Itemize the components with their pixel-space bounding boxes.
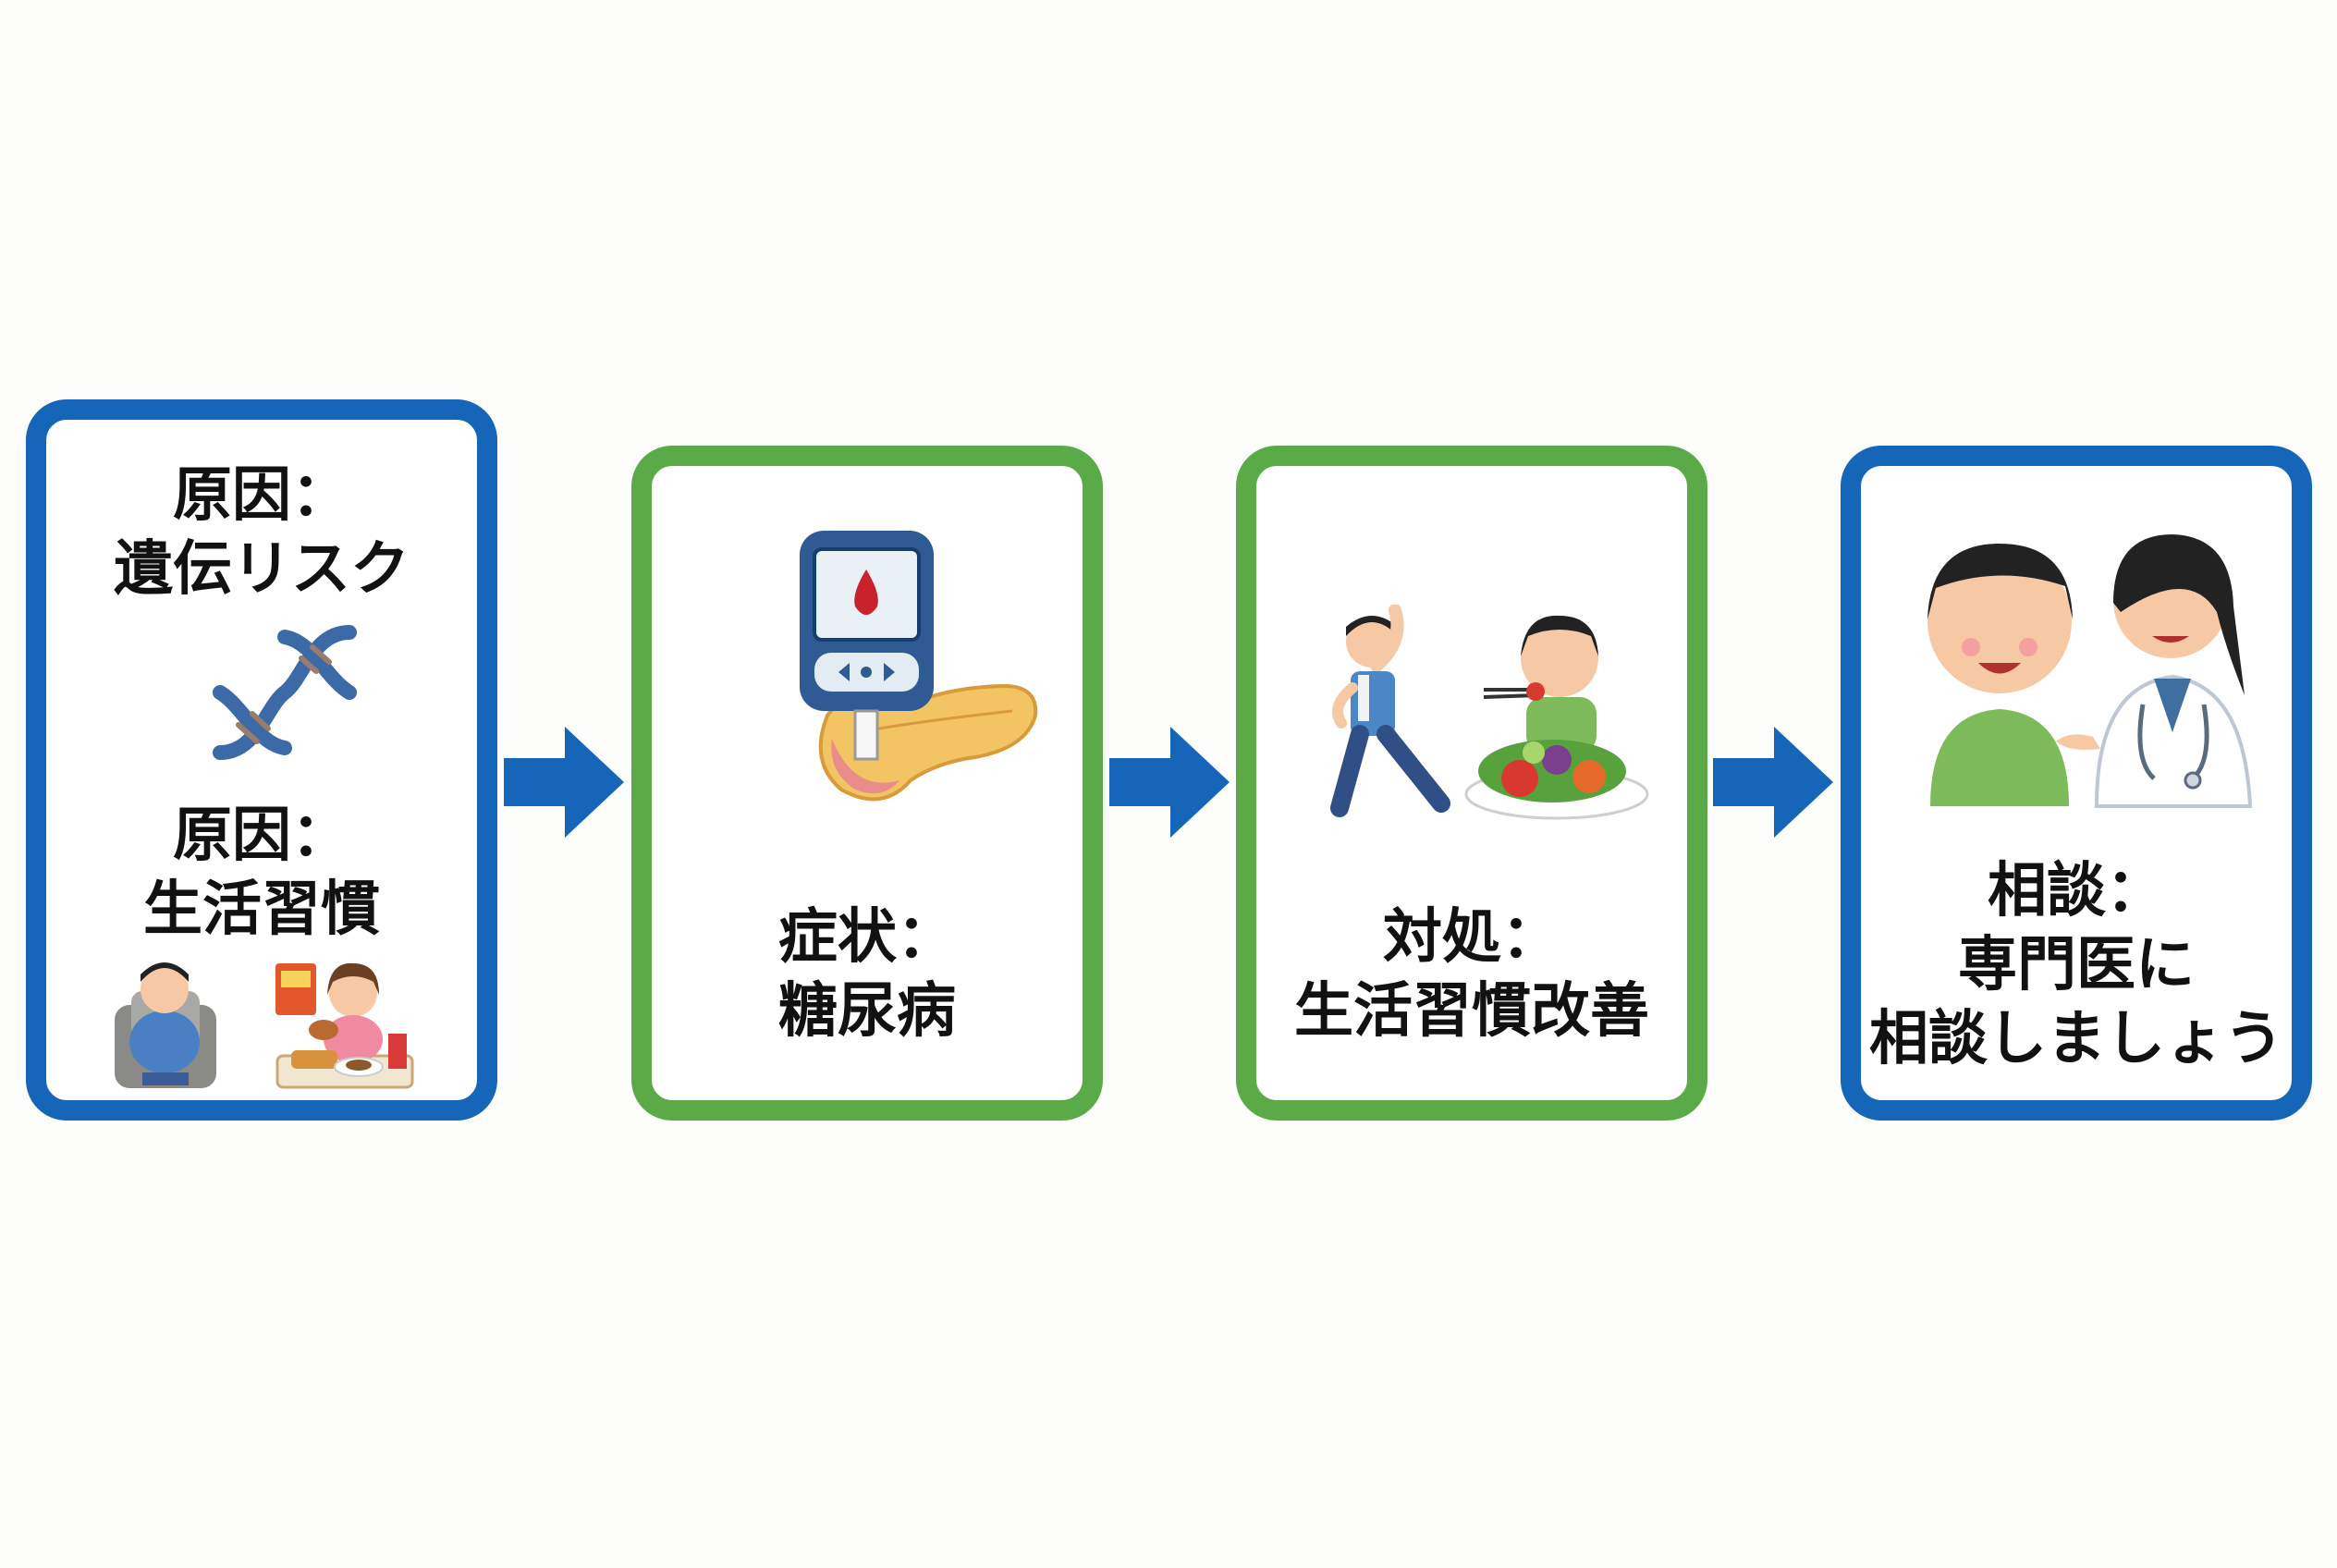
cause-genetic-label: 原因： 遺伝リスク <box>114 461 410 604</box>
symptom-card: 症状： 糖尿病 <box>631 446 1103 1121</box>
glucose-meter-pancreas-icon <box>800 531 1038 802</box>
consultation-label: 相談： 専門医に 相談しましょう <box>1869 857 2283 1073</box>
arrow-right-icon <box>504 727 624 838</box>
cause-lifestyle-label: 原因： 生活習慣 <box>143 802 380 944</box>
arrow-right-icon <box>1109 727 1230 838</box>
exercise-and-salad-icon <box>1330 605 1649 820</box>
doctor-consultation-icon <box>1927 534 2253 808</box>
countermeasure-label: 対処： 生活習慣改善 <box>1294 903 1649 1046</box>
consultation-card: 相談： 専門医に 相談しましょう <box>1841 446 2312 1121</box>
symptom-label: 症状： 糖尿病 <box>778 903 956 1046</box>
dna-icon <box>213 625 357 760</box>
cause-card: 原因： 遺伝リスク 原因： 生活習慣 <box>26 399 497 1121</box>
arrow-right-icon <box>1713 727 1833 838</box>
unhealthy-lifestyle-icon <box>115 962 414 1089</box>
countermeasure-card: 対処： 生活習慣改善 <box>1236 446 1707 1121</box>
